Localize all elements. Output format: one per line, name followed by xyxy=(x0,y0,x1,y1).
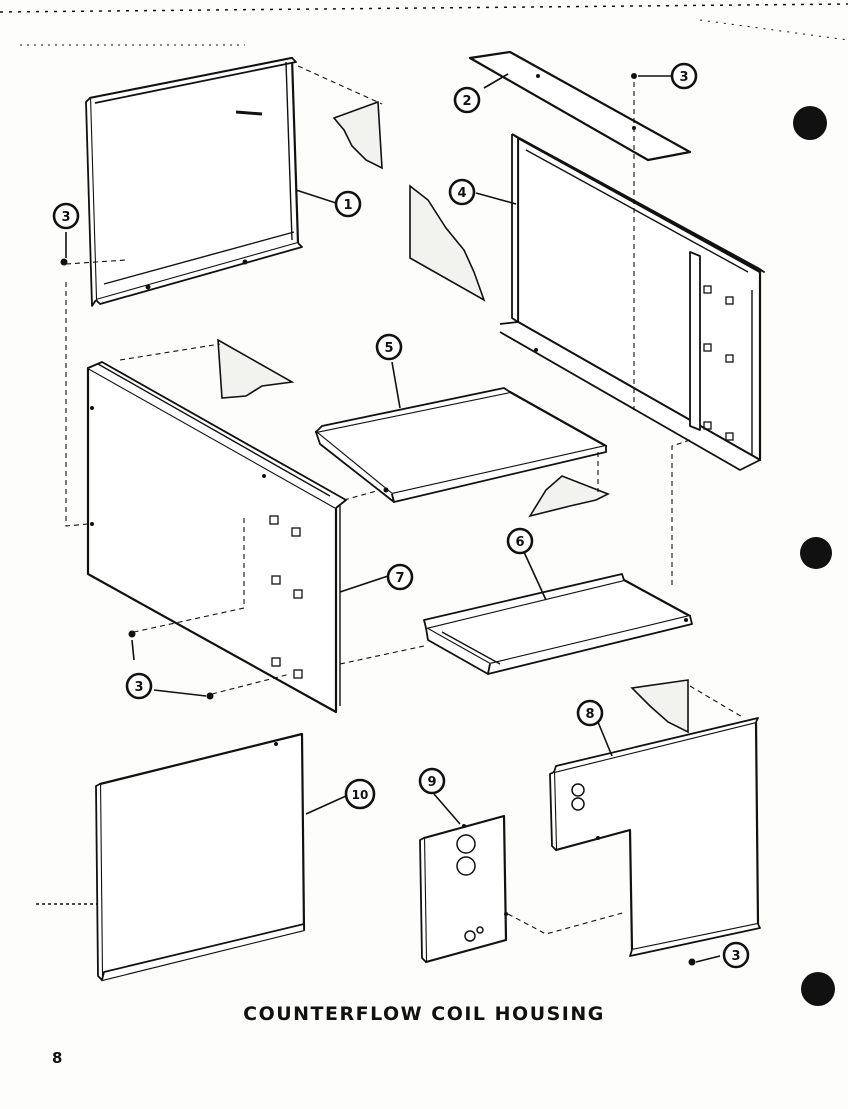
svg-text:9: 9 xyxy=(427,775,436,790)
svg-text:3: 3 xyxy=(679,70,688,85)
part-4-side-panel xyxy=(499,133,765,471)
part-5-insulation xyxy=(528,475,610,518)
part-9-assembly-line xyxy=(507,911,627,935)
callout-3-middle: 3 xyxy=(125,672,153,700)
svg-text:10: 10 xyxy=(352,788,369,802)
svg-text:1: 1 xyxy=(343,198,352,213)
callout-6: 6 xyxy=(506,527,534,555)
svg-text:6: 6 xyxy=(515,535,524,550)
svg-text:3: 3 xyxy=(61,210,70,225)
part-4-insulation xyxy=(409,184,486,302)
part-8-assembly-line xyxy=(689,685,745,719)
svg-text:4: 4 xyxy=(457,186,466,201)
part-4-assembly-line xyxy=(671,439,691,588)
part-7-insulation xyxy=(217,338,295,399)
part-7-assembly-line-bottom xyxy=(211,673,291,695)
part-5-shelf xyxy=(314,387,608,503)
svg-text:7: 7 xyxy=(395,571,404,586)
callout-4: 4 xyxy=(448,178,476,206)
svg-text:2: 2 xyxy=(462,94,471,109)
callout-3-top-right: 3 xyxy=(670,62,698,90)
part-5-assembly-line xyxy=(343,489,381,501)
callout-8: 8 xyxy=(576,699,604,727)
part-3-screws xyxy=(60,73,696,966)
part-7-assembly-line-top xyxy=(119,343,221,361)
svg-text:5: 5 xyxy=(384,341,393,356)
callout-9: 9 xyxy=(418,767,446,795)
part-2-top-strip xyxy=(468,50,692,162)
part-1-rear-panel xyxy=(85,56,303,307)
callout-5: 5 xyxy=(375,333,403,361)
svg-text:3: 3 xyxy=(731,949,740,964)
callout-10: 10 xyxy=(344,778,376,810)
binder-holes xyxy=(793,106,835,1006)
part-7-side-panel xyxy=(86,361,347,714)
part-9-access-plate xyxy=(419,814,508,964)
part-6-assembly-line xyxy=(339,645,425,665)
part-6-shelf xyxy=(423,573,693,675)
callout-7: 7 xyxy=(386,563,414,591)
part-3-assembly-line-left xyxy=(65,259,127,265)
callout-3-left: 3 xyxy=(52,202,80,230)
scan-noise-top xyxy=(0,3,848,46)
part-7-assembly-line-left xyxy=(65,282,89,527)
callout-3-bottom-right: 3 xyxy=(722,941,750,969)
callout-2: 2 xyxy=(453,86,481,114)
callout-1: 1 xyxy=(334,190,362,218)
part-1-assembly-line xyxy=(297,65,383,105)
svg-text:3: 3 xyxy=(134,680,143,695)
callout-leaders xyxy=(65,73,721,963)
diagram-title: COUNTERFLOW COIL HOUSING xyxy=(243,1003,605,1025)
part-7-assembly-line-mid xyxy=(133,518,245,633)
part-8-insulation xyxy=(630,679,689,734)
svg-text:8: 8 xyxy=(585,707,594,722)
part-8-l-panel xyxy=(549,717,761,957)
page-number: 8 xyxy=(52,1049,63,1067)
part-10-front-panel xyxy=(36,732,306,982)
part-1-insulation xyxy=(332,100,383,170)
